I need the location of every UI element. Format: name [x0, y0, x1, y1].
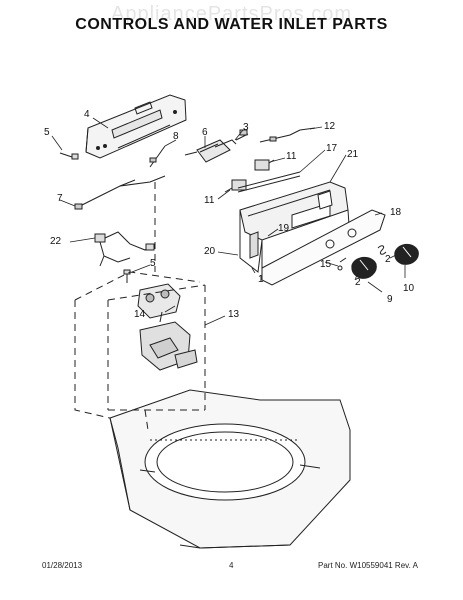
callout-8: 8 [173, 131, 179, 142]
console-overlay [261, 209, 386, 286]
footer-date: 01/28/2013 [42, 561, 83, 570]
callout-13: 13 [228, 309, 240, 320]
callout-19: 19 [278, 223, 290, 234]
callout-4: 4 [84, 109, 90, 120]
callout-9: 9 [387, 294, 393, 305]
callout-10: 10 [403, 283, 415, 294]
callout-5-mid: 5 [150, 258, 156, 269]
control-panel-rear [85, 94, 187, 159]
callout-18: 18 [390, 207, 402, 218]
callout-3: 3 [243, 122, 249, 133]
knob-left [351, 256, 377, 279]
callout-17: 17 [326, 143, 338, 154]
callout-21: 21 [347, 149, 359, 160]
knob-right [394, 243, 419, 265]
wire-harness-7 [74, 175, 166, 210]
control-module [184, 129, 249, 163]
switch-lower [224, 179, 247, 193]
callout-15: 15 [320, 259, 332, 270]
console-gasket [237, 171, 301, 193]
callout-22: 22 [50, 236, 62, 247]
callout-2-left: 2 [355, 277, 361, 288]
callout-11-lower: 11 [204, 195, 215, 206]
screw-top [59, 152, 79, 160]
watermark-logo: AppliancePartsPros.com [111, 3, 352, 25]
callout-7: 7 [57, 193, 63, 204]
callout-leader-lines [51, 117, 406, 326]
footer-page-number: 4 [229, 561, 234, 570]
callout-1: 1 [258, 274, 264, 285]
knob-springs [337, 245, 387, 271]
wire-harness-22 [94, 231, 155, 267]
callout-6: 6 [202, 127, 208, 138]
callout-12: 12 [324, 121, 336, 132]
callout-5-top: 5 [44, 127, 50, 138]
footer-part-number: Part No. W10559041 Rev. A [318, 561, 418, 570]
callout-11-upper: 11 [286, 151, 297, 162]
wire-harness-12 [259, 127, 316, 143]
washer-top [109, 389, 351, 549]
water-valve-assembly [137, 283, 198, 371]
callout-20: 20 [204, 246, 216, 257]
assembly-outline [74, 182, 206, 431]
wire-harness-8 [149, 145, 166, 168]
page-title: CONTROLS AND WATER INLET PARTS [75, 16, 388, 33]
callout-2-right: 2 [385, 254, 391, 265]
callout-14: 14 [134, 309, 146, 320]
